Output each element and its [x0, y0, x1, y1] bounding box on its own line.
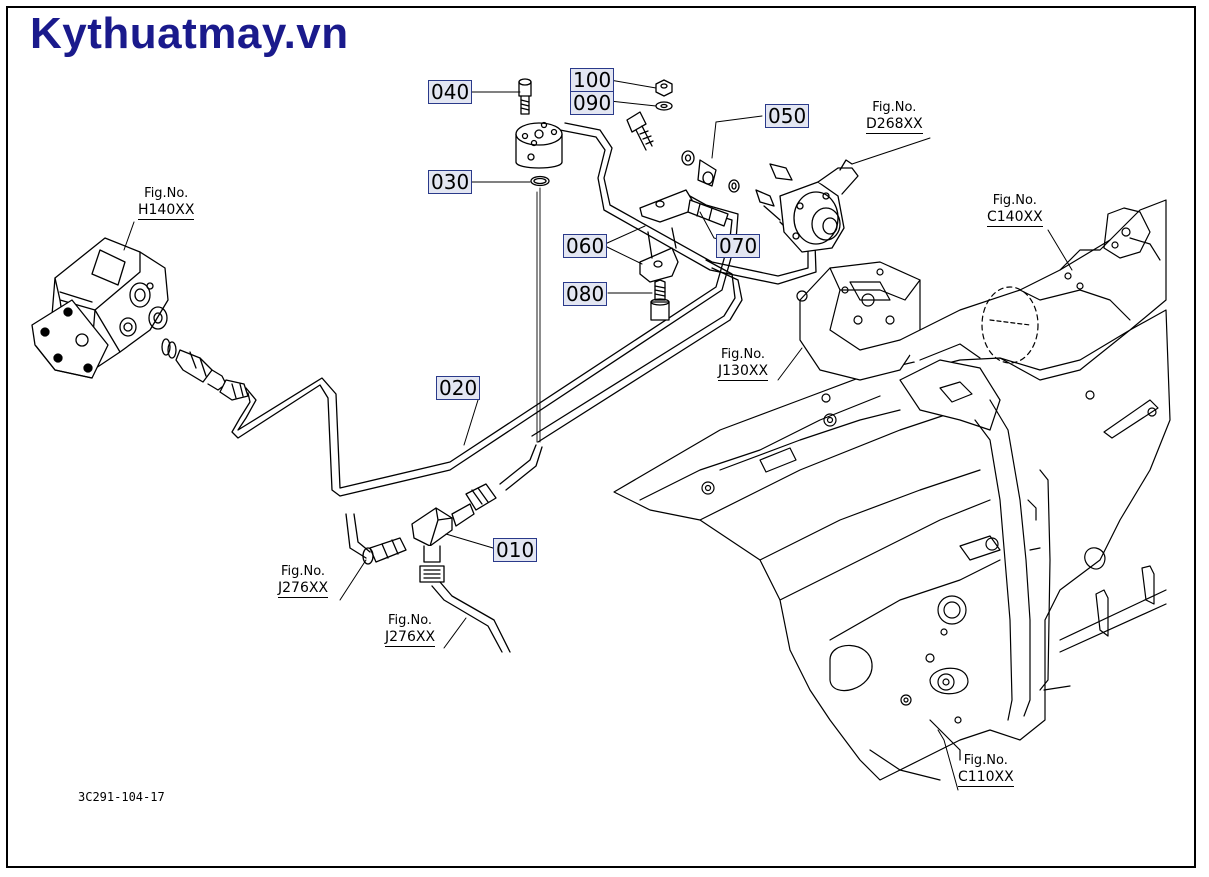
figure-ref-c110[interactable]: Fig.No. C110XX [958, 753, 1014, 787]
figure-ref-j276-lower[interactable]: Fig.No. J276XX [385, 613, 436, 647]
site-brand-logo[interactable]: Kythuatmay.vn [30, 9, 349, 58]
transmission-case-drawing [613, 199, 1171, 781]
callout-leaders [123, 79, 1073, 791]
part-callout-010[interactable]: 010 [493, 538, 538, 562]
steering-unit-drawing [31, 237, 169, 379]
part-callout-020[interactable]: 020 [436, 376, 481, 400]
figure-ref-code: C140XX [987, 209, 1043, 227]
pipe-020-drawing [231, 194, 739, 497]
part-callout-070[interactable]: 070 [716, 234, 761, 258]
drawing-frame [6, 6, 1196, 868]
part-callout-080[interactable]: 080 [563, 282, 608, 306]
figure-ref-code: C110XX [958, 769, 1014, 787]
figure-ref-label: Fig.No. [720, 347, 766, 362]
figure-ref-label: Fig.No. [144, 186, 189, 201]
figure-ref-j130[interactable]: Fig.No. J130XX [718, 347, 769, 381]
part-callout-050[interactable]: 050 [765, 104, 810, 128]
figure-ref-code: J276XX [385, 629, 436, 647]
figure-ref-d268[interactable]: Fig.No. D268XX [866, 100, 923, 134]
figure-ref-label: Fig.No. [872, 100, 917, 115]
figure-ref-label: Fig.No. [963, 753, 1008, 768]
part-callout-040[interactable]: 040 [428, 80, 473, 104]
figure-ref-h140[interactable]: Fig.No. H140XX [138, 186, 195, 220]
tee-fitting-010-drawing [362, 483, 497, 583]
part-callout-090[interactable]: 090 [570, 91, 615, 115]
part-callout-100[interactable]: 100 [570, 68, 615, 92]
figure-ref-label: Fig.No. [387, 613, 433, 628]
figure-ref-c140[interactable]: Fig.No. C140XX [987, 193, 1043, 227]
figure-ref-code: J276XX [278, 580, 329, 598]
steering-fitting-drawing [161, 338, 249, 401]
figure-ref-code: H140XX [138, 202, 195, 220]
figure-ref-label: Fig.No. [280, 564, 326, 579]
figure-ref-code: J130XX [718, 363, 769, 381]
part-callout-030[interactable]: 030 [428, 170, 473, 194]
j276-pipes-drawing [345, 513, 511, 653]
figure-ref-label: Fig.No. [992, 193, 1037, 208]
clamp-assembly-drawing [626, 79, 740, 321]
figure-ref-j276-left[interactable]: Fig.No. J276XX [278, 564, 329, 598]
part-callout-060[interactable]: 060 [563, 234, 608, 258]
figure-ref-code: D268XX [866, 116, 923, 134]
lower-pipe-drawing [499, 444, 543, 491]
drawing-number: 3C291-104-17 [78, 790, 165, 804]
valve-assembly-drawing [755, 159, 859, 253]
junction-block-drawing [515, 78, 563, 443]
